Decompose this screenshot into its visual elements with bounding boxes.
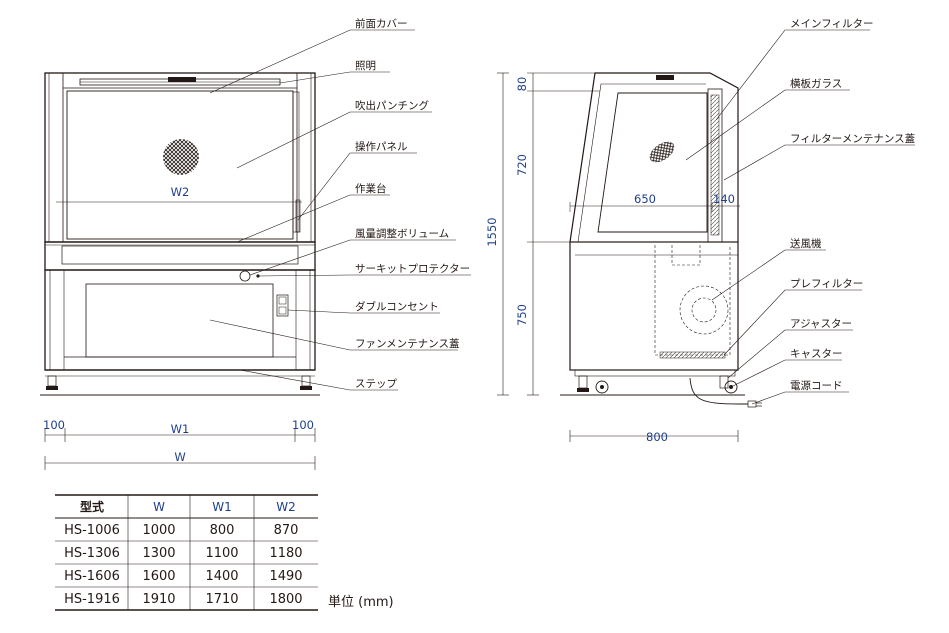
label-work-table: 作業台 [355, 182, 387, 195]
label-punching-outlet: 吹出パンチング [355, 99, 430, 112]
label-main-filter: メインフィルター [790, 18, 873, 30]
side-dim-lines [497, 72, 739, 442]
table-cell: 1910 [142, 592, 175, 607]
side-view [560, 72, 762, 408]
table-cell: 1300 [142, 546, 175, 561]
label-caster: キャスター [790, 348, 843, 360]
dim-height-top: 80 [515, 77, 529, 92]
table-cell: 1180 [269, 546, 302, 561]
table-cell: 1400 [205, 569, 238, 584]
table-header-w: W [153, 500, 165, 514]
label-filter-maintenance-lid: フィルターメンテナンス蓋 [790, 133, 915, 145]
label-side-glass: 横板ガラス [790, 77, 842, 90]
table-cell: 1800 [269, 592, 302, 607]
label-adjuster: アジャスター [790, 318, 852, 330]
label-circuit-protector: サーキットプロテクター [355, 263, 470, 275]
table-header-w1: W1 [212, 500, 232, 514]
front-leaders [209, 29, 471, 391]
table-cell: 1000 [142, 523, 175, 538]
dim-w2: W2 [171, 185, 190, 199]
table-cell: HS-1006 [64, 523, 120, 538]
front-view [40, 72, 320, 396]
dim-total-height: 1550 [485, 217, 499, 246]
table-cell: HS-1916 [64, 592, 120, 607]
table-cell: 870 [274, 523, 299, 538]
label-step: ステップ [355, 378, 397, 390]
dim-left-100: 100 [43, 418, 65, 432]
dim-depth-top: 650 [634, 192, 656, 206]
front-dim-lines [44, 428, 316, 470]
table-cell: 800 [210, 523, 235, 538]
spec-table [55, 494, 318, 611]
table-header-model: 型式 [80, 499, 104, 514]
unit-note: 単位 (mm) [328, 594, 394, 610]
table-cell: HS-1306 [64, 546, 120, 561]
table-cell: 1100 [205, 546, 238, 561]
dim-height-bottom: 750 [515, 304, 529, 326]
table-header-w2: W2 [276, 500, 296, 514]
dim-depth-filter: 140 [713, 192, 735, 206]
label-operation-panel: 操作パネル [355, 140, 408, 153]
label-airflow-volume: 風量調整ボリューム [355, 227, 449, 240]
table-cell: 1710 [205, 592, 238, 607]
label-double-outlet: ダブルコンセント [355, 300, 439, 313]
dim-w1: W1 [171, 422, 190, 436]
label-prefilter: プレフィルター [790, 278, 863, 290]
dim-w: W [174, 450, 185, 464]
label-lighting: 照明 [355, 60, 376, 72]
label-blower: 送風機 [790, 237, 822, 250]
dim-right-100: 100 [292, 418, 314, 432]
dim-depth-total: 800 [646, 430, 668, 444]
side-leaders [685, 29, 915, 405]
dim-height-middle: 720 [515, 154, 529, 176]
label-power-cord: 電源コード [790, 379, 843, 392]
table-cell: 1490 [269, 569, 302, 584]
table-cell: HS-1606 [64, 569, 120, 584]
label-fan-maintenance-lid: ファンメンテナンス蓋 [355, 338, 459, 350]
label-front-cover: 前面カバー [355, 17, 408, 30]
table-cell: 1600 [142, 569, 175, 584]
